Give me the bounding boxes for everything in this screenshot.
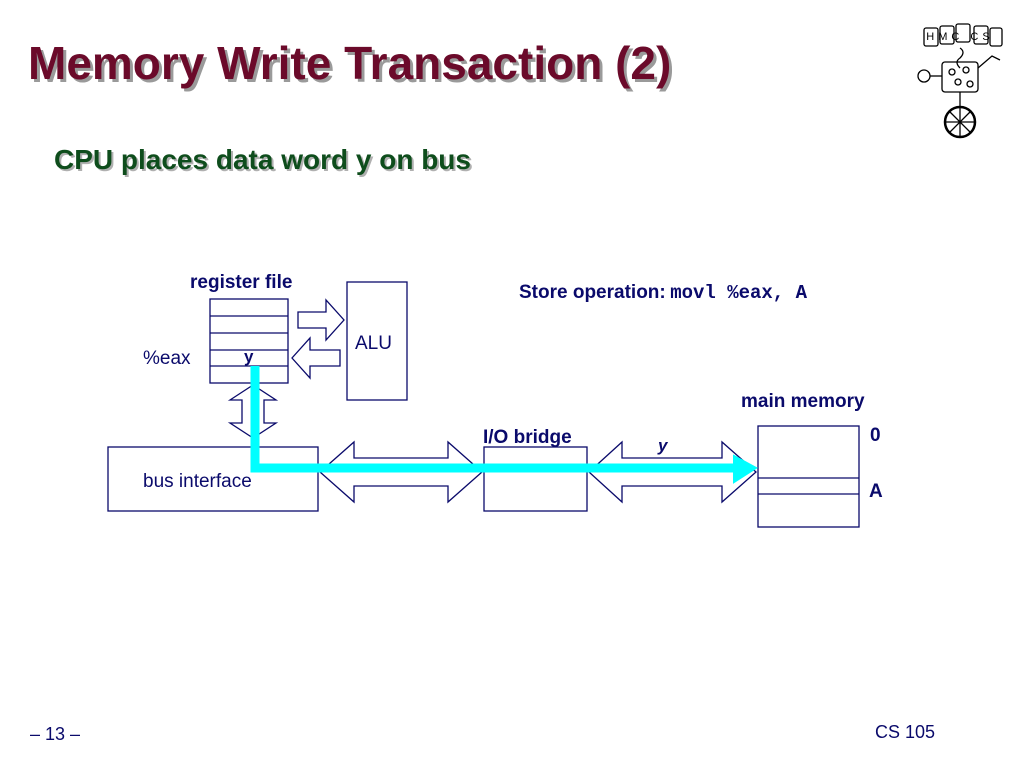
store-operation-label: Store operation: <box>519 282 666 303</box>
regfile-bus-vertical-arrow <box>227 384 279 439</box>
main-memory-label: main memory <box>741 391 865 412</box>
bus-interface-box <box>107 446 319 512</box>
data-path-arrow <box>250 366 758 484</box>
memory-bus-arrow <box>588 440 757 504</box>
main-memory-box <box>757 425 860 528</box>
io-bridge-box <box>483 446 588 512</box>
memory-address-0: 0 <box>870 425 881 446</box>
slide-title: Memory Write Transaction (2) <box>28 37 672 89</box>
memory-address-a: A <box>869 481 883 502</box>
register-value: y <box>244 347 254 366</box>
slide-subtitle: CPU places data word y on bus <box>54 144 471 175</box>
regfile-to-alu-arrow <box>297 298 345 342</box>
store-operation: Store operation: movl %eax, A <box>519 282 807 304</box>
bus-data-label: y <box>658 436 668 455</box>
io-bridge-label: I/O bridge <box>483 427 572 448</box>
register-name-label: %eax <box>143 348 191 369</box>
register-file-label: register file <box>190 272 293 293</box>
bus-interface-label: bus interface <box>143 471 252 492</box>
alu-to-regfile-arrow <box>291 336 341 380</box>
page-number: – 13 – <box>30 724 81 744</box>
hmc-cs-logo: HMC CS <box>917 23 1003 139</box>
alu-box <box>346 281 408 401</box>
logo-text: HMC CS <box>926 31 993 43</box>
alu-label: ALU <box>355 333 392 354</box>
course-label: CS 105 <box>875 722 936 742</box>
store-instruction: movl %eax, A <box>670 282 808 304</box>
register-file-box <box>209 298 289 384</box>
